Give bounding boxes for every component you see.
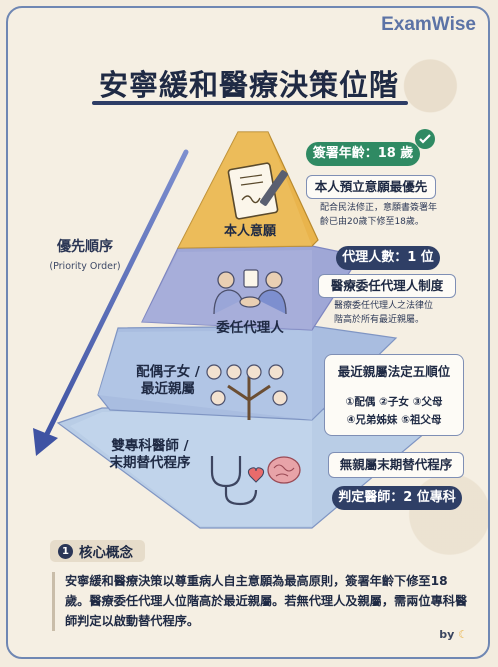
tier2-note-line1: 醫療委任代理人之法律位	[334, 301, 434, 311]
section-title: 核心概念	[79, 545, 133, 561]
core-concept-text: 安寧緩和醫療決策以尊重病人自主意願為最高原則，簽署年齡下修至18歲。醫療委任代理…	[52, 572, 469, 632]
self-wish-box: 本人預立意願最優先	[306, 175, 436, 199]
check-icon	[415, 129, 435, 149]
no-relatives-box: 無親屬末期替代程序	[328, 452, 464, 478]
doctor-count-badge: 判定醫師：2 位專科	[332, 486, 462, 510]
signing-age-badge: 簽署年齡：18 歲	[306, 142, 420, 166]
relatives-order-box: 最近親屬法定五順位 ①配偶 ②子女 ③父母 ④兄弟姊妹 ⑤祖父母	[324, 354, 464, 436]
family-tree-icon	[206, 364, 288, 420]
stethoscope-brain-icon	[210, 456, 301, 506]
byline-text: by	[439, 628, 455, 641]
relatives-order-title: 最近親屬法定五順位	[337, 364, 451, 379]
tier3-face	[98, 330, 312, 420]
page-title: 安寧緩和醫療決策位階	[98, 68, 399, 102]
tier2-note: 醫療委任代理人之法律位 階高於所有最近親屬。	[334, 300, 474, 328]
tier4-label: 雙專科醫師 / 末期替代程序	[90, 438, 210, 472]
title-underline	[92, 101, 408, 105]
tier1-label: 本人意願	[223, 224, 276, 239]
agent-system-box: 醫療委任代理人制度	[318, 274, 456, 298]
tier3-label-line2: 最近親屬	[141, 380, 195, 397]
document-pen-icon	[227, 162, 288, 220]
agent-count-badge: 代理人數：1 位	[336, 246, 440, 270]
tier1-note: 配合民法修正，意願書簽署年 齡已由20歲下修至18歲。	[320, 202, 470, 230]
tier4-label-line2: 末期替代程序	[109, 454, 191, 471]
relatives-order-line1: ①配偶 ②子女 ③父母	[345, 396, 443, 408]
handshake-icon	[213, 269, 287, 315]
tier4-label-line1: 雙專科醫師 /	[111, 438, 189, 454]
relatives-order-line2: ④兄弟姊妹 ⑤祖父母	[346, 414, 442, 426]
priority-order-label: 優先順序 (Priority Order)	[30, 236, 140, 272]
tier3-label-line1: 配偶子女 /	[136, 364, 200, 380]
brand-logo: ExamWise	[381, 14, 476, 35]
priority-label: 優先順序	[57, 239, 113, 255]
byline: by ☾	[439, 628, 468, 641]
banana-icon: ☾	[458, 628, 468, 641]
tier2-label: 委任代理人	[216, 320, 284, 336]
core-concept-header: 1 核心概念	[50, 540, 145, 562]
priority-label-en: (Priority Order)	[49, 261, 121, 272]
section-number-badge: 1	[58, 543, 73, 559]
tier3-label: 配偶子女 / 最近親屬	[118, 364, 218, 398]
tier1-note-line1: 配合民法修正，意願書簽署年	[320, 203, 438, 213]
tier1-note-line2: 齡已由20歲下修至18歲。	[320, 216, 424, 227]
tier4-face	[70, 412, 312, 526]
tier2-note-line2: 階高於所有最近親屬。	[334, 314, 425, 325]
